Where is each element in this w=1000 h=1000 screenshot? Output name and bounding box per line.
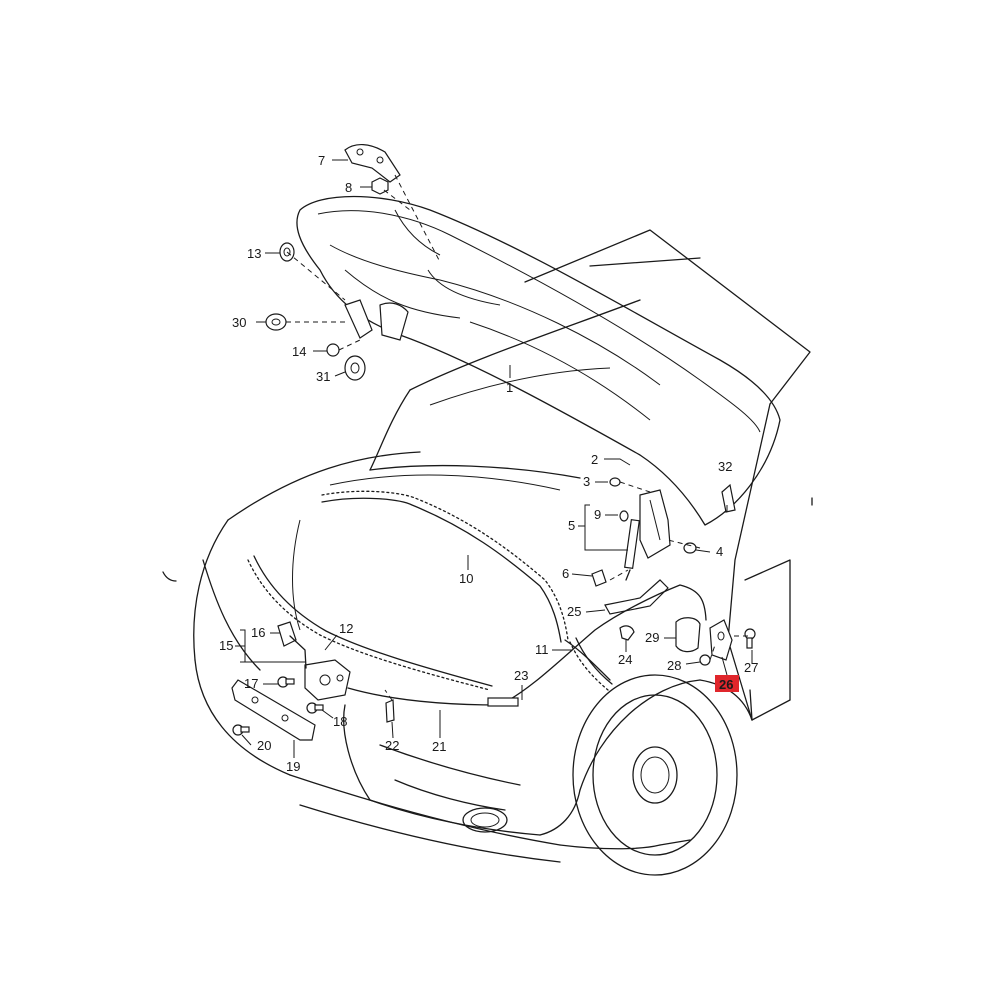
label-1: 1 bbox=[506, 380, 513, 395]
label-26: 26 bbox=[719, 677, 733, 692]
cable-bracket-25 bbox=[604, 579, 669, 615]
assembly-lines bbox=[286, 174, 748, 701]
label-14: 14 bbox=[292, 344, 306, 359]
screw-28 bbox=[699, 654, 711, 666]
bracket-19 bbox=[231, 679, 316, 741]
pin-9 bbox=[619, 510, 629, 522]
bolt-17 bbox=[277, 676, 295, 688]
label-30: 30 bbox=[232, 315, 246, 330]
label-3: 3 bbox=[583, 474, 590, 489]
label-28: 28 bbox=[667, 658, 681, 673]
label-13: 13 bbox=[247, 246, 261, 261]
release-cable bbox=[347, 584, 707, 707]
seal-11 bbox=[569, 637, 613, 691]
car-body bbox=[162, 229, 813, 876]
label-17: 17 bbox=[244, 676, 258, 691]
label-12: 12 bbox=[339, 621, 353, 636]
clip-22 bbox=[385, 699, 395, 723]
release-handle-29 bbox=[675, 617, 701, 653]
bolt-18b bbox=[306, 702, 324, 714]
grommet-31 bbox=[344, 355, 366, 381]
clip-14 bbox=[326, 343, 340, 357]
label-23: 23 bbox=[514, 668, 528, 683]
label-19: 19 bbox=[286, 759, 300, 774]
label-24: 24 bbox=[618, 652, 632, 667]
clip-24 bbox=[619, 625, 635, 641]
lever-26 bbox=[709, 619, 733, 661]
grommet-30 bbox=[265, 313, 287, 331]
label-8: 8 bbox=[345, 180, 352, 195]
hood-hinge-bracket bbox=[344, 299, 409, 341]
part-labels: 1 2 3 4 5 6 7 8 9 10 11 12 13 14 15 16 1… bbox=[219, 153, 758, 774]
striker-16 bbox=[277, 621, 307, 669]
label-21: 21 bbox=[432, 739, 446, 754]
label-4: 4 bbox=[716, 544, 723, 559]
label-7: 7 bbox=[318, 153, 325, 168]
label-16: 16 bbox=[251, 625, 265, 640]
label-27: 27 bbox=[744, 660, 758, 675]
label-10: 10 bbox=[459, 571, 473, 586]
label-6: 6 bbox=[562, 566, 569, 581]
seal-12 bbox=[247, 555, 493, 691]
label-9: 9 bbox=[594, 507, 601, 522]
label-18: 18 bbox=[333, 714, 347, 729]
label-25: 25 bbox=[567, 604, 581, 619]
label-31: 31 bbox=[316, 369, 330, 384]
bolt-20 bbox=[232, 724, 250, 736]
label-15: 15 bbox=[219, 638, 233, 653]
bolt-6 bbox=[591, 569, 607, 587]
screw-27 bbox=[744, 628, 756, 649]
leader-lines bbox=[235, 159, 753, 758]
hinge-assembly-4 bbox=[639, 489, 697, 559]
hinge-7 bbox=[344, 144, 401, 183]
strut-5 bbox=[624, 518, 640, 581]
hood-panel bbox=[296, 195, 781, 526]
label-11: 11 bbox=[535, 642, 549, 657]
label-2: 2 bbox=[591, 452, 598, 467]
latch-18 bbox=[304, 659, 351, 701]
label-20: 20 bbox=[257, 738, 271, 753]
label-22: 22 bbox=[385, 738, 399, 753]
label-5: 5 bbox=[568, 518, 575, 533]
trim-32 bbox=[721, 483, 736, 513]
nut-3 bbox=[609, 477, 621, 487]
label-29: 29 bbox=[645, 630, 659, 645]
highlight-box-26 bbox=[715, 675, 739, 692]
label-32: 32 bbox=[718, 459, 732, 474]
